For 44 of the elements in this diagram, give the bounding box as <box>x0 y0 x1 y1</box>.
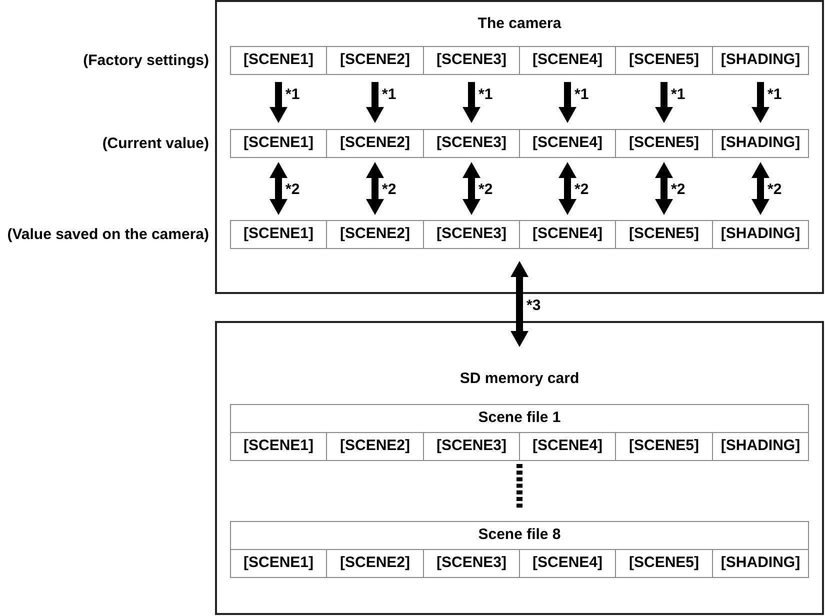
outer-panel <box>215 321 824 615</box>
double-arrow <box>655 162 673 215</box>
row-label: (Value saved on the camera) <box>7 226 209 244</box>
file-heading: Scene file 8 <box>478 525 561 545</box>
table-cell: [SCENE4] <box>519 220 616 249</box>
double-arrow <box>510 261 528 347</box>
section-heading: SD memory card <box>460 369 580 389</box>
row-label: (Current value) <box>102 134 209 152</box>
table-cell: [SHADING] <box>712 129 809 158</box>
table-cell: [SCENE2] <box>326 129 424 158</box>
table-cell: [SCENE3] <box>423 220 520 249</box>
arrow <box>558 82 576 123</box>
table-cell: [SCENE5] <box>615 220 713 249</box>
file-heading: Scene file 1 <box>478 408 561 428</box>
arrow <box>752 82 770 123</box>
row-label: (Factory settings) <box>83 52 209 70</box>
outer-panel <box>215 0 824 294</box>
double-arrow <box>752 162 770 215</box>
table-cell: [SCENE4] <box>519 46 616 75</box>
table-cell: [SCENE1] <box>230 220 327 249</box>
table-cell: [SCENE5] <box>615 46 713 75</box>
double-arrow <box>270 162 288 215</box>
file-table <box>230 404 809 461</box>
table-cell: [SCENE4] <box>519 129 616 158</box>
double-arrow <box>366 162 384 215</box>
arrow <box>655 82 673 123</box>
edge-label: *3 <box>526 296 541 314</box>
arrow <box>270 82 288 123</box>
table-cell: [SHADING] <box>712 220 809 249</box>
arrow <box>462 82 480 123</box>
arrow <box>366 82 384 123</box>
double-arrow <box>558 162 576 215</box>
table-cell: [SCENE1] <box>230 129 327 158</box>
table-cell: [SCENE2] <box>326 46 424 75</box>
file-table <box>230 521 809 578</box>
table-cell: [SCENE5] <box>615 129 713 158</box>
table-cell: [SHADING] <box>712 46 809 75</box>
table-cell: [SCENE2] <box>326 220 424 249</box>
dotted-line <box>516 464 522 509</box>
section-heading: The camera <box>478 14 562 34</box>
double-arrow <box>462 162 480 215</box>
table-cell: [SCENE3] <box>423 129 520 158</box>
table-cell: [SCENE1] <box>230 46 327 75</box>
table-cell: [SCENE3] <box>423 46 520 75</box>
